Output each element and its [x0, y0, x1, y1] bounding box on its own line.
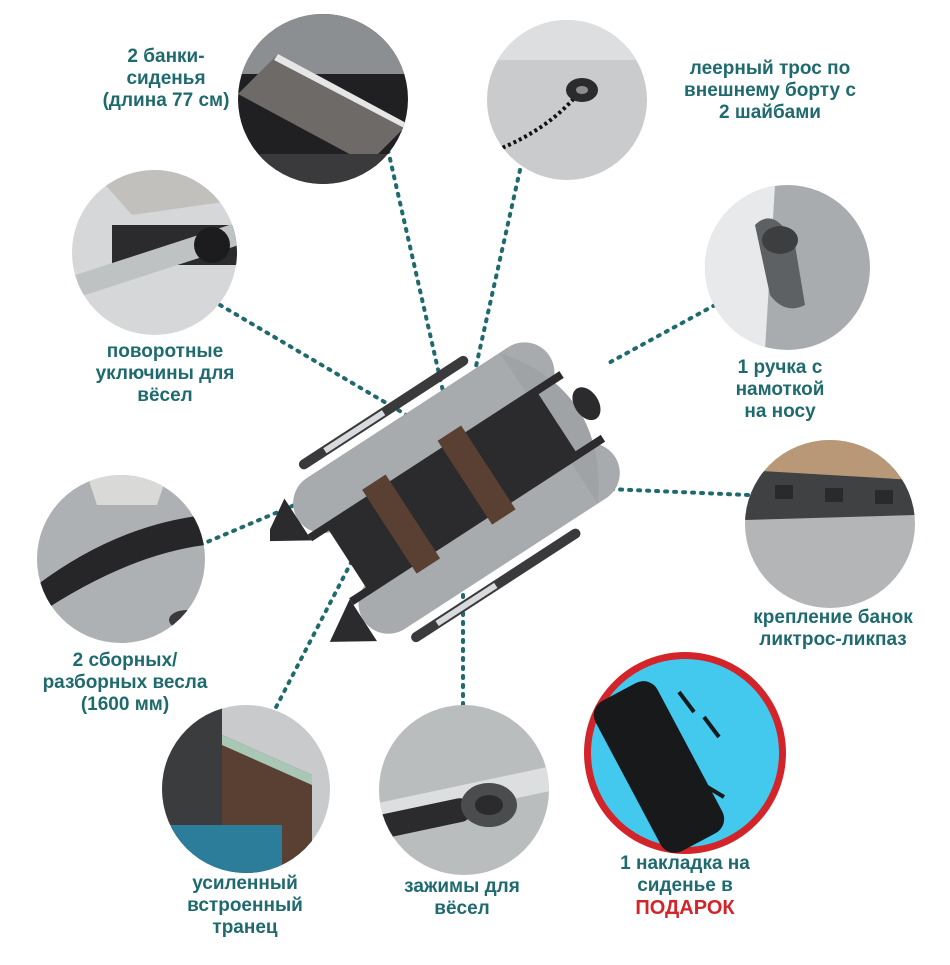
- label-seats: 2 банки- сиденья (длина 77 см): [86, 46, 246, 112]
- gift-highlight: ПОДАРОК: [635, 897, 735, 919]
- seat-bench-icon: [238, 14, 408, 184]
- label-line: на носу: [744, 401, 816, 422]
- oars-photo: [37, 475, 205, 643]
- label-line: внешнему борту с: [684, 80, 856, 101]
- line-seat-mount: [513, 483, 750, 497]
- bow-handle-icon: [705, 185, 870, 350]
- transom-photo: [162, 705, 330, 873]
- label-oars: 2 сборных/ разборных весла (1600 мм): [20, 650, 230, 716]
- line-seats: [386, 148, 447, 402]
- label-seat-mount: крепление банок ликтрос-ликпаз: [728, 607, 938, 651]
- label-line: транец: [212, 917, 278, 938]
- transom-icon: [162, 705, 330, 873]
- label-line: ликтрос-ликпаз: [759, 629, 907, 650]
- bolt-rope-groove-icon: [745, 440, 915, 608]
- label-gift: 1 накладка на сиденье в ПОДАРОК: [590, 853, 780, 919]
- oarlock-icon: [72, 170, 237, 335]
- label-lifeline: леерный трос по внешнему борту с 2 шайба…: [665, 58, 875, 124]
- label-line: уключины для: [95, 363, 235, 384]
- oar-clamp-icon: [379, 705, 549, 875]
- gift-photo: [584, 652, 786, 854]
- clamps-photo: [379, 705, 549, 875]
- label-line: намоткой: [735, 379, 825, 400]
- label-line: 2 сборных/: [72, 650, 178, 671]
- oar-blade-icon: [37, 475, 205, 643]
- label-line: леерный трос по: [689, 58, 851, 79]
- label-line: встроенный: [187, 895, 303, 916]
- label-line: 2 шайбами: [719, 102, 821, 123]
- label-line: сиденье в: [637, 875, 733, 896]
- label-line: сиденья: [126, 68, 206, 89]
- label-line: разборных весла: [42, 672, 208, 693]
- label-line: поворотные: [106, 341, 224, 362]
- label-line: 2 банки-: [127, 46, 205, 67]
- label-line: (длина 77 см): [102, 90, 230, 111]
- label-line: крепление банок: [753, 607, 913, 628]
- label-transom: усиленный встроенный транец: [150, 873, 340, 939]
- label-handle: 1 ручка с намоткой на носу: [700, 357, 860, 423]
- seats-photo: [238, 14, 408, 184]
- label-line: зажимы для: [404, 876, 520, 897]
- oarlocks-photo: [72, 170, 237, 335]
- label-line: усиленный: [192, 873, 298, 894]
- rope-washer-icon: [487, 20, 647, 180]
- label-line: 1 накладка на: [620, 853, 750, 874]
- label-oarlocks: поворотные уключины для вёсел: [70, 341, 260, 407]
- label-line: (1600 мм): [80, 694, 170, 715]
- label-line: вёсел: [137, 385, 193, 406]
- seat-cover-bag-icon: [591, 659, 779, 853]
- label-line: 1 ручка с: [737, 357, 823, 378]
- line-transom: [270, 553, 357, 717]
- boat-illustration: [270, 342, 620, 643]
- lifeline-photo: [487, 20, 647, 180]
- label-clamps: зажимы для вёсел: [372, 876, 552, 920]
- line-oarlocks: [218, 303, 417, 422]
- seat-mount-photo: [745, 440, 915, 608]
- line-handle: [603, 303, 717, 367]
- handle-photo: [705, 185, 870, 350]
- label-line: вёсел: [434, 898, 490, 919]
